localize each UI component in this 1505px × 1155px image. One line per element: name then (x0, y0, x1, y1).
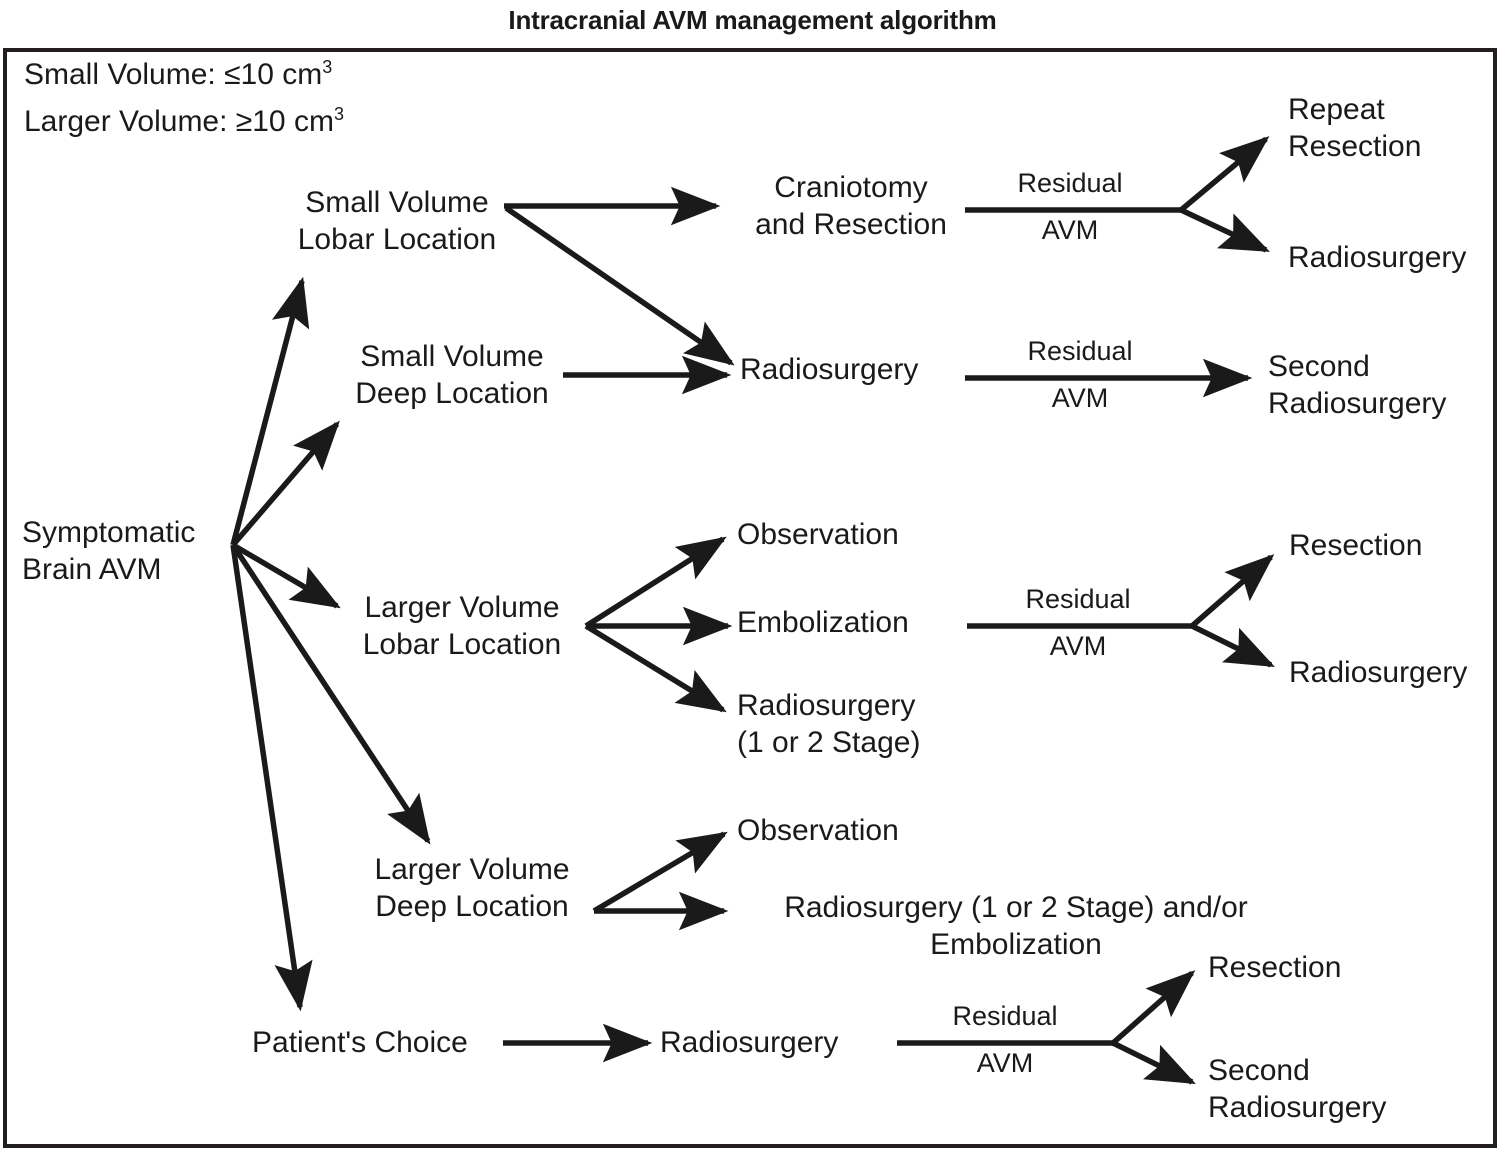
edge-label-residual-embolization: Residual (1025, 584, 1131, 614)
node-resection-bottom[interactable]: Resection (1208, 951, 1342, 984)
node-radiosurgery-outcome-craniotomy[interactable]: Radiosurgery (1288, 241, 1467, 274)
node-small-volume-lobar-location[interactable]: Small Volume Lobar Location (297, 186, 497, 256)
node-observation-deep[interactable]: Observation (737, 814, 899, 847)
node-radiosurgery-small-deep[interactable]: Radiosurgery (740, 353, 919, 386)
legend-small-volume-sup: 3 (322, 57, 333, 77)
node-repeat-resection[interactable]: Repeat Resection (1288, 93, 1422, 163)
edge-label-residual-bottom: Residual (952, 1001, 1058, 1031)
edge-label-avm-bottom: AVM (976, 1048, 1034, 1078)
node-radiosurgery-outcome-embolization[interactable]: Radiosurgery (1289, 656, 1468, 689)
node-symptomatic-brain-avm[interactable]: Symptomatic Brain AVM (22, 516, 196, 586)
node-larger-volume-deep-location[interactable]: Larger Volume Deep Location (374, 853, 570, 923)
node-small-volume-deep-location[interactable]: Small Volume Deep Location (355, 340, 549, 410)
node-larger-volume-lobar-location[interactable]: Larger Volume Lobar Location (362, 591, 562, 661)
node-radiosurgery-1-or-2-stage[interactable]: Radiosurgery (1 or 2 Stage) (737, 689, 921, 759)
edge-label-avm-embolization: AVM (1049, 631, 1107, 661)
figure-title: Intracranial AVM management algorithm (508, 5, 997, 35)
node-observation-lobar[interactable]: Observation (737, 518, 899, 551)
node-craniotomy-and-resection[interactable]: Craniotomy and Resection (755, 171, 947, 241)
edge-label-residual-craniotomy: Residual (1017, 168, 1123, 198)
legend-larger-volume-sup: 3 (333, 104, 344, 124)
node-radiosurgery-patients-choice[interactable]: Radiosurgery (660, 1026, 839, 1059)
node-second-radiosurgery-bottom[interactable]: Second Radiosurgery (1208, 1054, 1387, 1124)
legend-small-volume: Small Volume: ≤10 cm3 (24, 58, 332, 92)
legend-small-volume-text: Small Volume: ≤10 cm (24, 58, 323, 91)
node-embolization[interactable]: Embolization (737, 606, 909, 639)
edge-label-avm-radiosurgery: AVM (1051, 383, 1109, 413)
legend-larger-volume-text: Larger Volume: ≥10 cm (24, 105, 334, 138)
legend-larger-volume: Larger Volume: ≥10 cm3 (24, 105, 344, 139)
node-second-radiosurgery-deep[interactable]: Second Radiosurgery (1268, 350, 1447, 420)
node-radiosurgery-and-or-embolization[interactable]: Radiosurgery (1 or 2 Stage) and/or Embol… (784, 891, 1248, 961)
node-patients-choice[interactable]: Patient's Choice (252, 1026, 468, 1059)
edge-label-residual-radiosurgery: Residual (1027, 336, 1133, 366)
node-resection-embolization[interactable]: Resection (1289, 529, 1423, 562)
edge-label-avm-craniotomy: AVM (1041, 215, 1099, 245)
